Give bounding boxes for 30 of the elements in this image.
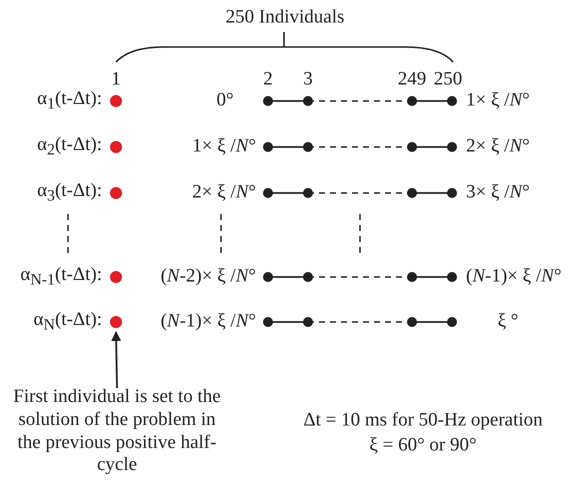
angle-value: 1× ξ /N° xyxy=(466,90,530,112)
angle-value: (N-2)× ξ /N° xyxy=(160,266,256,288)
marker-dot xyxy=(110,141,122,153)
index-number: 249 xyxy=(398,70,426,90)
angle-value: 2× ξ /N° xyxy=(466,136,530,158)
index-number: 1 xyxy=(111,70,121,90)
row-label: α$_{3}$(t-Δt): xyxy=(37,180,102,206)
angle-value: 2× ξ /N° xyxy=(192,182,256,204)
row-label: α$_{N-1}$(t-Δt): xyxy=(20,264,102,290)
note: Δt = 10 ms for 50-Hz operation xyxy=(303,410,543,432)
row-label: α$_{N}$(t-Δt): xyxy=(34,310,102,334)
marker-dot xyxy=(110,187,122,199)
row-label: α$_{2}$(t-Δt): xyxy=(37,134,102,160)
note: ξ = 60° or 90° xyxy=(369,436,477,456)
row-label: α$_{1}$(t-Δt): xyxy=(37,88,102,114)
angle-value: ξ ° xyxy=(498,312,518,332)
angle-value: 1× ξ /N° xyxy=(192,136,256,158)
marker-dot xyxy=(110,316,122,328)
arrow xyxy=(111,331,122,388)
marker-dot xyxy=(110,271,122,283)
marker-dot xyxy=(110,95,122,107)
angle-value: (N-1)× ξ /N° xyxy=(160,312,256,332)
angle-value: 0° xyxy=(216,90,234,112)
index-number: 3 xyxy=(303,70,313,90)
index-number: 250 xyxy=(434,70,462,90)
angle-value: 3× ξ /N° xyxy=(466,182,530,204)
angle-value: (N-1)× ξ /N° xyxy=(466,266,562,288)
heading: 250 Individuals xyxy=(226,8,344,28)
annotation-text: First individual is set to the solution of the problem in the previous positive half-cycle xyxy=(1,386,233,478)
index-number: 2 xyxy=(263,70,273,90)
